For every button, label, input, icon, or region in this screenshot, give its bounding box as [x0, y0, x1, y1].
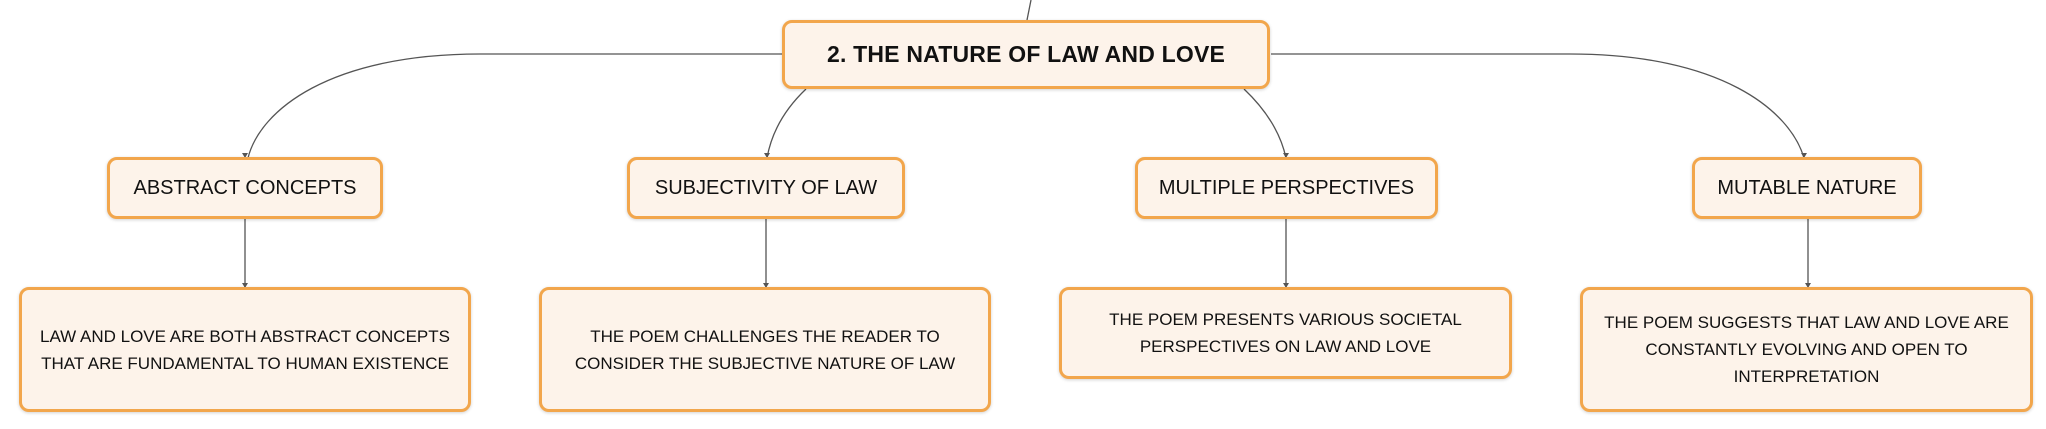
- branch-node-multiple-perspectives[interactable]: MULTIPLE PERSPECTIVES: [1135, 157, 1438, 219]
- connector-root-to-mutable-nature: [1271, 53, 1805, 159]
- branch-node-mutable-nature[interactable]: MUTABLE NATURE: [1692, 157, 1922, 219]
- connector-root-to-abstract-concepts: [247, 53, 783, 159]
- branch-node-label: ABSTRACT CONCEPTS: [133, 176, 357, 199]
- detail-node-text: THE POEM SUGGESTS THAT LAW AND LOVE ARE …: [1604, 313, 2009, 386]
- branch-node-label: MUTABLE NATURE: [1717, 176, 1897, 199]
- branch-node-label: SUBJECTIVITY OF LAW: [654, 176, 878, 199]
- detail-node-text: LAW AND LOVE ARE BOTH ABSTRACT CONCEPTS …: [40, 326, 450, 373]
- detail-node-text: THE POEM CHALLENGES THE READER TO CONSID…: [574, 326, 956, 373]
- connector-root-to-multiple-perspectives: [1243, 88, 1287, 159]
- connector-root-to-subjectivity-of-law: [766, 88, 807, 159]
- branch-node-subjectivity-of-law[interactable]: SUBJECTIVITY OF LAW: [627, 157, 905, 219]
- detail-node-mutable-nature[interactable]: THE POEM SUGGESTS THAT LAW AND LOVE ARE …: [1580, 287, 2033, 412]
- root-node-label: 2. THE NATURE OF LAW AND LOVE: [826, 41, 1226, 67]
- arrowhead: [242, 153, 248, 158]
- arrowhead: [1283, 283, 1289, 288]
- detail-node-subjectivity-of-law[interactable]: THE POEM CHALLENGES THE READER TO CONSID…: [539, 287, 991, 412]
- root-node[interactable]: 2. THE NATURE OF LAW AND LOVE: [782, 20, 1270, 89]
- branch-node-label: MULTIPLE PERSPECTIVES: [1158, 176, 1415, 199]
- arrowhead: [763, 283, 769, 288]
- arrowhead: [242, 283, 248, 288]
- detail-node-multiple-perspectives[interactable]: THE POEM PRESENTS VARIOUS SOCIETAL PERSP…: [1059, 287, 1512, 379]
- arrowhead: [1801, 153, 1807, 158]
- branch-node-abstract-concepts[interactable]: ABSTRACT CONCEPTS: [107, 157, 383, 219]
- arrowhead: [1283, 153, 1289, 158]
- arrowhead: [1805, 283, 1811, 288]
- arrowhead: [764, 153, 770, 158]
- detail-node-abstract-concepts[interactable]: LAW AND LOVE ARE BOTH ABSTRACT CONCEPTS …: [19, 287, 471, 412]
- detail-node-text: THE POEM PRESENTS VARIOUS SOCIETAL PERSP…: [1109, 310, 1462, 356]
- connector-parent-to-root: [1026, 0, 1032, 21]
